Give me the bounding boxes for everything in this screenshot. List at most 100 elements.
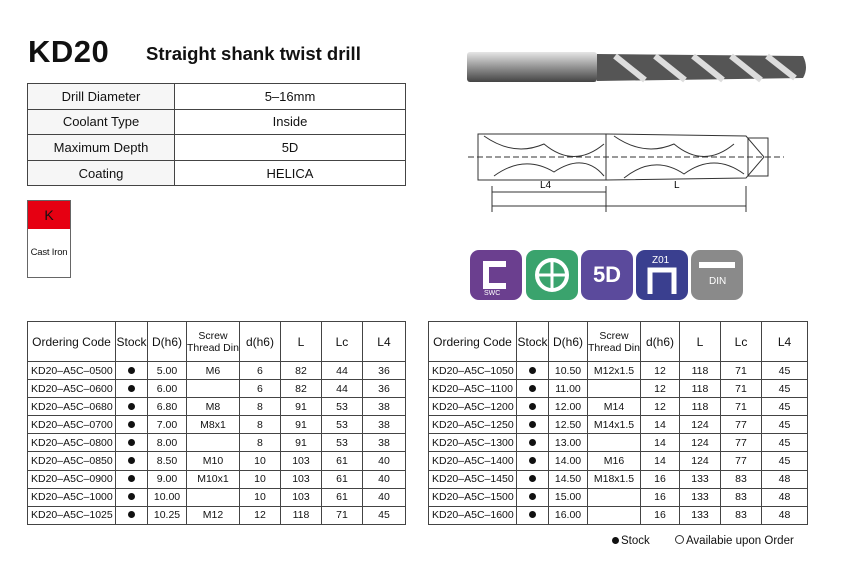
total-length: 91: [279, 415, 322, 435]
cutting-length: 61: [320, 469, 363, 489]
ordering-code: KD20–A5C–1300: [428, 433, 517, 453]
ordering-code: KD20–A5C–0850: [27, 451, 116, 471]
cutting-length: 61: [320, 487, 363, 507]
total-length: 133: [679, 469, 721, 489]
ordering-code: KD20–A5C–1000: [27, 487, 116, 507]
drill-drawing: L4 L: [468, 133, 784, 212]
screw-thread: [587, 505, 641, 525]
l4-length: 38: [361, 397, 407, 417]
total-length: 91: [279, 397, 322, 417]
stock-cell: [115, 379, 148, 399]
stock-dot-icon: [128, 475, 135, 483]
shank-diameter: 12: [238, 505, 281, 525]
screw-thread: M8: [186, 397, 240, 417]
shank-diameter: 6: [238, 379, 281, 399]
cutting-length: 83: [720, 487, 762, 507]
l4-length: 48: [761, 505, 808, 525]
shank-diameter: 14: [640, 415, 680, 435]
stock-cell: [516, 469, 549, 489]
diameter: 13.00: [548, 433, 588, 453]
ordering-code: KD20–A5C–1600: [428, 505, 517, 525]
stock-dot-icon: [529, 475, 536, 483]
ordering-code: KD20–A5C–1450: [428, 469, 517, 489]
total-length: 103: [279, 469, 322, 489]
cutting-length: 71: [720, 379, 762, 399]
diameter: 12.00: [548, 397, 588, 417]
l4-length: 45: [761, 433, 808, 453]
col-diameter: D(h6): [548, 321, 588, 362]
product-code: KD20: [28, 34, 110, 69]
cutting-length: 83: [720, 469, 762, 489]
diameter: 14.50: [548, 469, 588, 489]
screw-thread: [186, 379, 240, 399]
stock-cell: [115, 415, 148, 435]
depth-badge: 5D: [581, 250, 633, 300]
col-l4: L4: [761, 321, 808, 362]
ordering-code: KD20–A5C–1100: [428, 379, 517, 399]
material-name: Cast Iron: [30, 247, 68, 258]
material-code: K: [28, 201, 70, 229]
legend-stock: Stock: [621, 535, 650, 547]
stock-dot-icon: [128, 438, 135, 446]
total-length: 118: [679, 397, 721, 417]
shank-diameter: 16: [640, 487, 680, 507]
shank-diameter: 6: [238, 360, 281, 381]
coolant-icon: [526, 250, 578, 300]
screw-thread: [587, 487, 641, 507]
screw-thread: [186, 487, 240, 507]
stock-cell: [115, 487, 148, 507]
diameter: 10.25: [147, 505, 187, 525]
l4-length: 40: [361, 487, 407, 507]
ordering-code: KD20–A5C–1400: [428, 451, 517, 471]
screw-thread: [186, 433, 240, 453]
spec-label: Maximum Depth: [27, 134, 175, 161]
col-length: L: [279, 321, 322, 362]
stock-cell: [516, 415, 549, 435]
diameter: 9.00: [147, 469, 187, 489]
cutting-length: 53: [320, 397, 363, 417]
shank-diameter: 8: [238, 397, 281, 417]
shank-diameter: 12: [640, 379, 680, 399]
stock-cell: [115, 433, 148, 453]
shank-diameter: 16: [640, 505, 680, 525]
total-length: 124: [679, 415, 721, 435]
screw-thread: M10: [186, 451, 240, 471]
shank-diameter: 14: [640, 433, 680, 453]
ordering-code: KD20–A5C–0500: [27, 360, 116, 381]
svg-text:SWC: SWC: [484, 290, 500, 297]
diameter: 7.00: [147, 415, 187, 435]
ordering-code: KD20–A5C–1250: [428, 415, 517, 435]
total-length: 91: [279, 433, 322, 453]
col-l4: L4: [361, 321, 407, 362]
l4-length: 45: [761, 379, 808, 399]
stock-dot-icon: [128, 457, 135, 465]
total-length: 118: [679, 360, 721, 381]
screw-thread: M16: [587, 451, 641, 471]
screw-thread: M10x1: [186, 469, 240, 489]
ordering-code: KD20–A5C–0900: [27, 469, 116, 489]
cutting-length: 83: [720, 505, 762, 525]
material-box: K Cast Iron: [27, 200, 71, 278]
stock-dot-icon: [529, 511, 536, 519]
shank-diameter: 8: [238, 433, 281, 453]
cutting-length: 77: [720, 415, 762, 435]
product-description: Straight shank twist drill: [146, 43, 361, 64]
stock-dot-icon: [529, 457, 536, 465]
l4-length: 38: [361, 433, 407, 453]
total-length: 103: [279, 451, 322, 471]
diameter: 10.00: [147, 487, 187, 507]
total-length: 133: [679, 487, 721, 507]
swc-badge: SWC: [470, 250, 522, 300]
screw-thread: M12: [186, 505, 240, 525]
shank-diameter: 10: [238, 451, 281, 471]
total-length: 133: [679, 505, 721, 525]
l4-length: 45: [361, 505, 407, 525]
